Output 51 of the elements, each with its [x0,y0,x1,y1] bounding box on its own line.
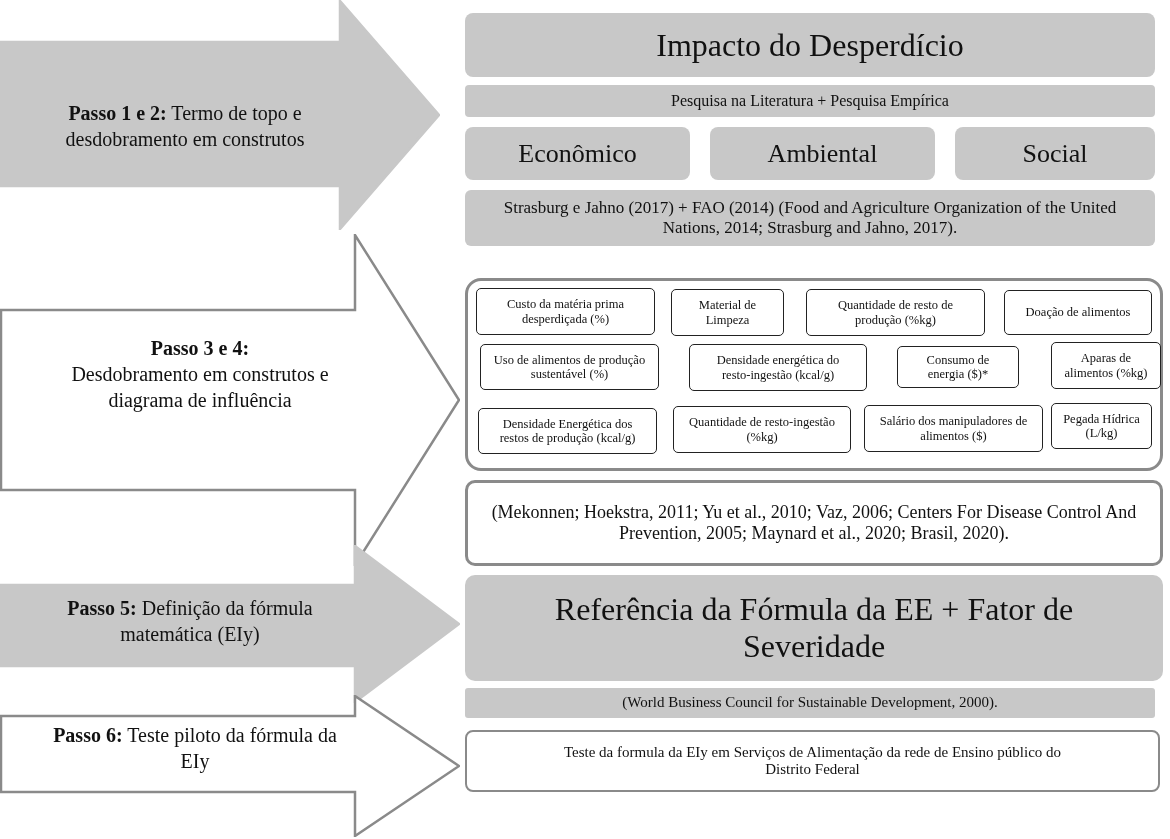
construct-box [478,408,657,454]
box-text: Custo da matéria prima desperdiçada (%) [506,297,625,326]
box-text: Impacto do Desperdício [656,26,964,64]
construct-box [476,288,655,335]
box-text: Teste da formula da EIy em Serviços de Alimentação da rede de Ensino público do Distrito Federal [562,743,1063,779]
step-label: Passo 6: Teste piloto da fórmula da EIy [52,723,338,774]
box-text: Econômico [518,138,637,169]
block-arrow-shape [0,0,440,230]
text-box [465,480,1163,566]
construct-box [689,344,867,391]
construct-box [480,344,659,390]
group-panel [465,278,1163,471]
box-text: Densidade Energética dos restos de produção (kcal/g) [498,416,637,446]
step-label: Passo 5: Definição da fórmula matemática (EIy) [66,596,314,647]
text-box [710,127,935,180]
box-text: Material de Limpeza [697,298,758,327]
box-text: Quantidade de resto-ingestão (%kg) [688,415,836,444]
construct-box [806,289,985,336]
construct-box [1051,342,1161,389]
text-box [465,13,1155,77]
box-text: Quantidade de resto de produção (%kg) [837,298,954,327]
box-text: Pesquisa na Literatura + Pesquisa Empírica [671,91,949,111]
construct-box [897,346,1019,388]
box-text: Referência da Fórmula da EE + Fator de Severidade [553,591,1075,665]
text-box [465,127,690,180]
text-box [465,575,1163,681]
text-box [465,688,1155,718]
step-label: Passo 3 e 4: Desdobramento em construtos e diagrama de influência [70,336,330,413]
box-text: Uso de alimentos de produção sustentável (%) [492,352,647,382]
text-box [465,730,1160,792]
box-text: (Mekonnen; Hoekstra, 2011; Yu et al., 2010; Vaz, 2006; Centers For Disease Control And Prevention, 2005; Maynard et al., 2020; Brasil, 2020). [490,502,1138,544]
construct-box [1004,290,1152,335]
box-text: Aparas de alimentos (%kg) [1063,351,1149,380]
text-box [955,127,1155,180]
box-text: Pegada Hídrica (L/kg) [1062,411,1141,441]
box-text: Densidade energética do resto-ingestão (kcal/g) [715,353,841,382]
box-text: Social [1022,138,1088,169]
block-arrow-shape [0,695,460,837]
box-text: Consumo de energia ($)* [925,352,991,382]
construct-box [864,405,1043,452]
box-text: Salário dos manipuladores de alimentos ($) [878,414,1029,443]
construct-box [671,289,784,336]
box-text: Ambiental [767,138,878,169]
construct-box [1051,403,1152,449]
text-box [465,190,1155,246]
step-label: Passo 1 e 2: Termo de topo e desdobramento em construtos [64,101,306,152]
box-text: Strasburg e Jahno (2017) + FAO (2014) (Food and Agriculture Organization of the United Nations, 2014; Strasburg and Jahno, 2017). [502,198,1118,238]
box-text: (World Business Council for Sustainable Development, 2000). [622,694,998,712]
text-box [465,85,1155,117]
box-text: Doação de alimentos [1024,305,1132,320]
construct-box [673,406,851,453]
